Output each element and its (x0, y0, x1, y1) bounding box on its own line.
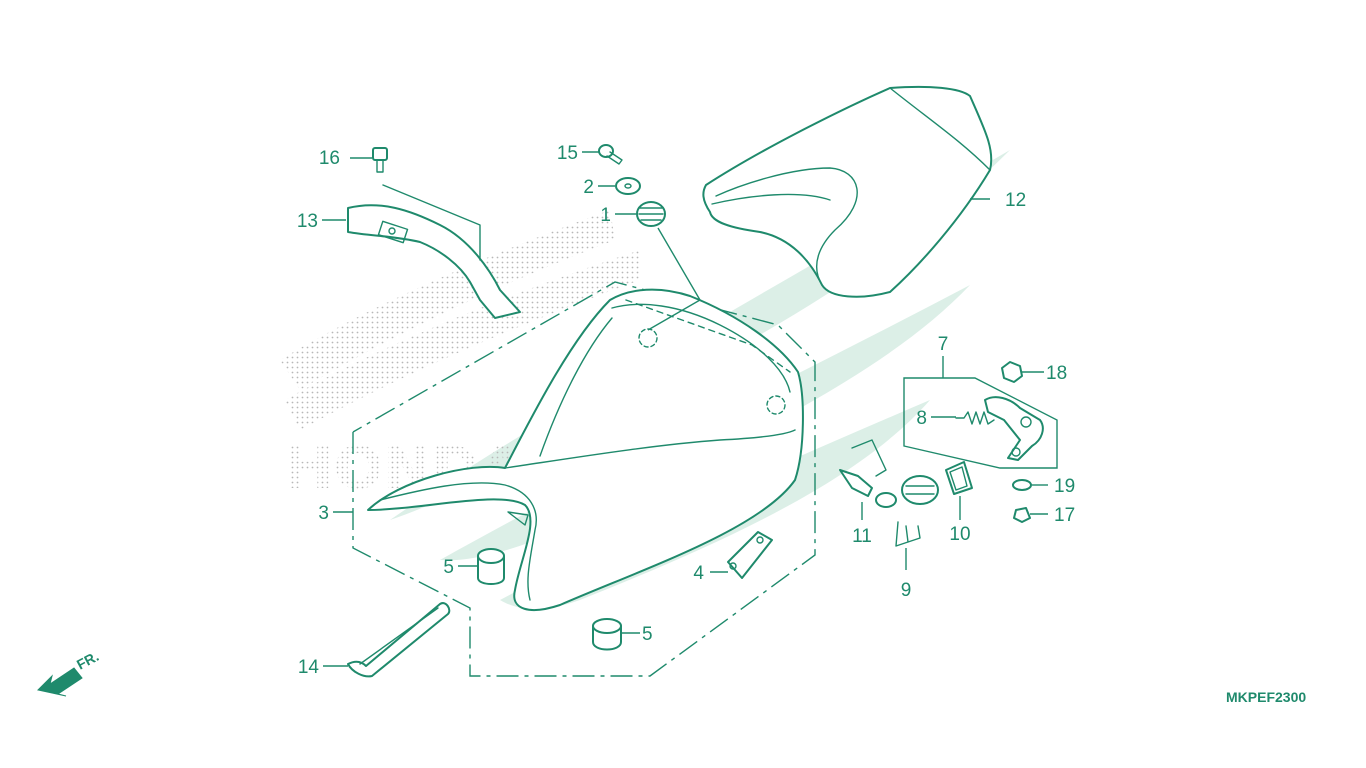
rubber-pad-4 (727, 531, 773, 579)
key-cylinder-11 (839, 439, 897, 508)
damper-5-upper (477, 548, 505, 585)
callout-4: 4 (693, 563, 704, 584)
callout-5-lower: 5 (642, 624, 653, 645)
callout-16: 16 (319, 148, 340, 169)
lock-cylinder (901, 475, 939, 505)
callout-10: 10 (949, 524, 970, 545)
callout-15: 15 (557, 143, 578, 164)
seal-plate-10 (945, 461, 973, 495)
seat-bracket (347, 184, 521, 319)
callout-17: 17 (1054, 505, 1075, 526)
diagram-code: MKPEF2300 (1226, 689, 1306, 705)
callout-7: 7 (938, 334, 949, 355)
main-seat (367, 288, 804, 611)
grommet-1 (636, 201, 666, 227)
damper-5-lower (592, 618, 622, 651)
seat-lock-bracket (984, 396, 1044, 461)
callout-13: 13 (297, 211, 318, 232)
screw-15 (598, 144, 623, 165)
bolt-16 (372, 147, 388, 173)
bolt-17 (1013, 507, 1031, 523)
callout-11: 11 (852, 526, 872, 547)
callout-14: 14 (298, 657, 320, 678)
callout-8: 8 (916, 408, 927, 429)
nut-18 (1001, 361, 1023, 383)
callout-3: 3 (318, 503, 329, 524)
rear-seat-pad (702, 85, 993, 298)
seat-strap-14 (347, 602, 451, 678)
callout-19: 19 (1054, 476, 1075, 497)
callout-5-upper: 5 (443, 557, 454, 578)
front-direction-indicator: FR. (36, 648, 101, 697)
callout-9: 9 (901, 580, 912, 601)
callout-2: 2 (583, 177, 594, 198)
callout-12: 12 (1005, 190, 1026, 211)
callout-1: 1 (600, 205, 611, 226)
clip-9 (895, 521, 921, 547)
callout-18: 18 (1046, 363, 1067, 384)
spring-8 (955, 411, 995, 425)
front-label: FR. (74, 648, 101, 673)
front-arrow-icon (36, 667, 83, 697)
washer-2 (615, 177, 641, 195)
washer-19 (1012, 479, 1032, 491)
